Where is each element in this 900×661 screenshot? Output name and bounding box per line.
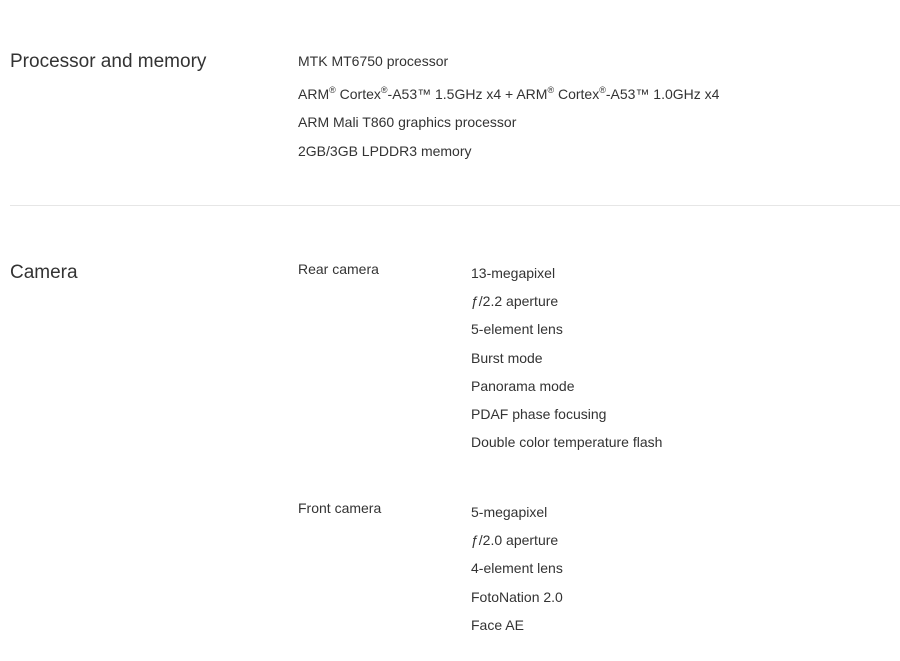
rear-camera-item: ƒ/2.2 aperture xyxy=(471,293,559,309)
cpu-text-part: Cortex xyxy=(554,86,600,102)
camera-title: Camera xyxy=(10,262,78,283)
rear-camera-item: Panorama mode xyxy=(471,378,575,394)
registered-mark: ® xyxy=(329,85,336,95)
processor-memory-title: Processor and memory xyxy=(10,51,207,72)
rear-camera-item: Double color temperature flash xyxy=(471,434,663,450)
section-divider xyxy=(10,205,900,206)
spec-line-gpu: ARM Mali T860 graphics processor xyxy=(298,114,517,130)
cpu-text-part: -A53™ 1.0GHz x4 xyxy=(605,86,720,102)
spec-line-cpu-cores: ARM® Cortex®-A53™ 1.5GHz x4 + ARM® Corte… xyxy=(298,85,720,103)
rear-camera-item: Burst mode xyxy=(471,350,543,366)
registered-mark: ® xyxy=(599,85,606,95)
registered-mark: ® xyxy=(547,85,555,95)
rear-camera-item: 13-megapixel xyxy=(471,265,556,281)
rear-camera-item: PDAF phase focusing xyxy=(471,406,607,422)
spec-line-processor: MTK MT6750 processor xyxy=(298,53,449,69)
front-camera-item: 4-element lens xyxy=(471,560,563,576)
front-camera-label: Front camera xyxy=(298,500,382,516)
front-camera-item: ƒ/2.0 aperture xyxy=(471,532,559,548)
processor-memory-section: Processor and memory MTK MT6750 processo… xyxy=(0,0,900,205)
rear-camera-item: 5-element lens xyxy=(471,321,563,337)
rear-camera-label: Rear camera xyxy=(298,261,379,277)
spec-line-memory: 2GB/3GB LPDDR3 memory xyxy=(298,143,472,159)
cpu-text-part: Cortex xyxy=(335,86,381,102)
front-camera-item: FotoNation 2.0 xyxy=(471,589,563,605)
front-camera-item: Face AE xyxy=(471,617,524,633)
front-camera-item: 5-megapixel xyxy=(471,504,548,520)
registered-mark: ® xyxy=(380,85,388,95)
cpu-text-part: -A53™ 1.5GHz x4 + ARM xyxy=(387,86,548,102)
cpu-text-part: ARM xyxy=(298,86,330,102)
